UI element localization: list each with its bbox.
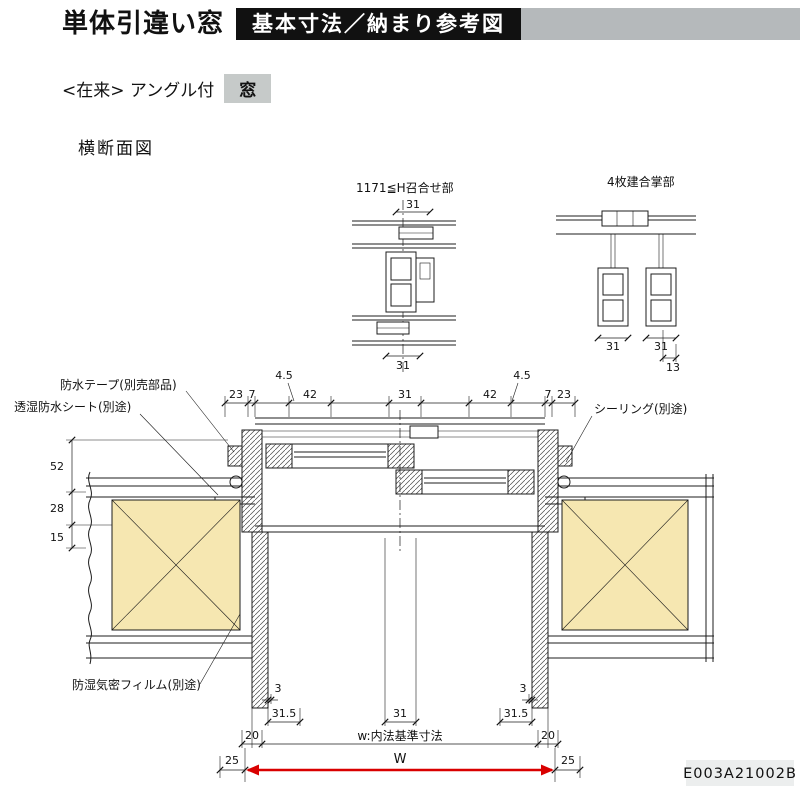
subheader: <在来> アングル付 窓 [62, 74, 272, 103]
dim-20-right: 20 [541, 729, 555, 742]
dim-23-right: 23 [557, 388, 571, 401]
dim-4-5-right: 4.5 [513, 369, 531, 382]
dim-31-5-left: 31.5 [272, 707, 297, 720]
detail-meeting-dim-bottom: 31 [396, 359, 410, 372]
backer-rod-right [557, 475, 571, 489]
dim-20-left: 20 [245, 729, 259, 742]
jamb-left [241, 429, 263, 533]
dim-7-left: 7 [249, 388, 256, 401]
width-arrowhead-left [246, 764, 259, 776]
left-depth-dimensions: 52 28 15 [50, 436, 228, 552]
bottom-dimensions: 3 3 31.5 31 31.5 20 w:内法基準寸法 20 [216, 538, 584, 782]
detail-quad-section: 4枚建合掌部 31 31 1 [556, 174, 696, 374]
crescent-lock [409, 425, 439, 439]
backer-rod-left [229, 475, 243, 489]
title-badge: 基本寸法／納まり参考図 [236, 8, 522, 40]
detail-quad-label: 4枚建合掌部 [607, 174, 675, 189]
dim-31-5-right: 31.5 [504, 707, 529, 720]
doc-code-stamp: E003A21002B [683, 760, 797, 786]
dim-7-right: 7 [545, 388, 552, 401]
detail-quad-dim-gap: 13 [666, 361, 680, 374]
exterior-trim-left [227, 445, 243, 467]
dim-23-left: 23 [229, 388, 243, 401]
dim-w-inner: w:内法基準寸法 [357, 728, 442, 743]
detail-meeting-dim-top: 31 [406, 198, 420, 211]
dim-52: 52 [50, 460, 64, 473]
interior-casing-left [251, 531, 269, 709]
window-type-badge: 窓 [224, 74, 272, 103]
header-gray-bar [521, 8, 800, 40]
callout-sealing: シーリング(別途) [594, 401, 687, 416]
detail-quad-dim-right: 31 [654, 340, 668, 353]
dim-28: 28 [50, 502, 64, 515]
dim-3-left: 3 [275, 682, 282, 695]
callout-waterproof-tape: 防水テープ(別売部品) [60, 377, 177, 392]
width-arrowhead-right [541, 764, 554, 776]
detail-meeting-section: 1171≦H召合せ部 31 31 [352, 180, 456, 372]
doc-code: E003A21002B [683, 766, 797, 782]
dim-42-left: 42 [303, 388, 317, 401]
dim-W: W [394, 752, 407, 767]
dim-3-right: 3 [520, 682, 527, 695]
dim-31-bottom: 31 [393, 707, 407, 720]
callout-moisture-film: 防湿気密フィルム(別途) [72, 677, 201, 692]
dim-15: 15 [50, 531, 64, 544]
jamb-right [537, 429, 559, 533]
wall-left [86, 471, 252, 665]
detail-meeting-label: 1171≦H召合せ部 [356, 180, 454, 195]
detail-quad-dim-left: 31 [606, 340, 620, 353]
dim-31-center: 31 [398, 388, 412, 401]
dim-4-5-left: 4.5 [275, 369, 293, 382]
dim-25-left: 25 [225, 754, 239, 767]
interior-casing-right [531, 531, 549, 709]
wall-break-line-left [88, 471, 92, 665]
subheader-text: <在来> アングル付 [62, 81, 215, 101]
page-header: 単体引違い窓 基本寸法／納まり参考図 [62, 8, 800, 40]
wall-right [548, 474, 714, 662]
dim-42-right: 42 [483, 388, 497, 401]
dim-25-right: 25 [561, 754, 575, 767]
callout-moisture-sheet: 透湿防水シート(別途) [14, 399, 131, 414]
page-title: 単体引違い窓 [62, 9, 225, 39]
main-top-dimensions: 23 7 42 31 42 7 23 4.5 4.5 [221, 369, 579, 417]
callout-leaders: 防水テープ(別売部品) 透湿防水シート(別途) シーリング(別途) 防湿気密フィ… [14, 377, 687, 692]
exterior-trim-right [557, 445, 573, 467]
doc-code-bg [686, 760, 794, 786]
window-frame-section [214, 410, 586, 552]
section-label: 横断面図 [78, 139, 154, 159]
